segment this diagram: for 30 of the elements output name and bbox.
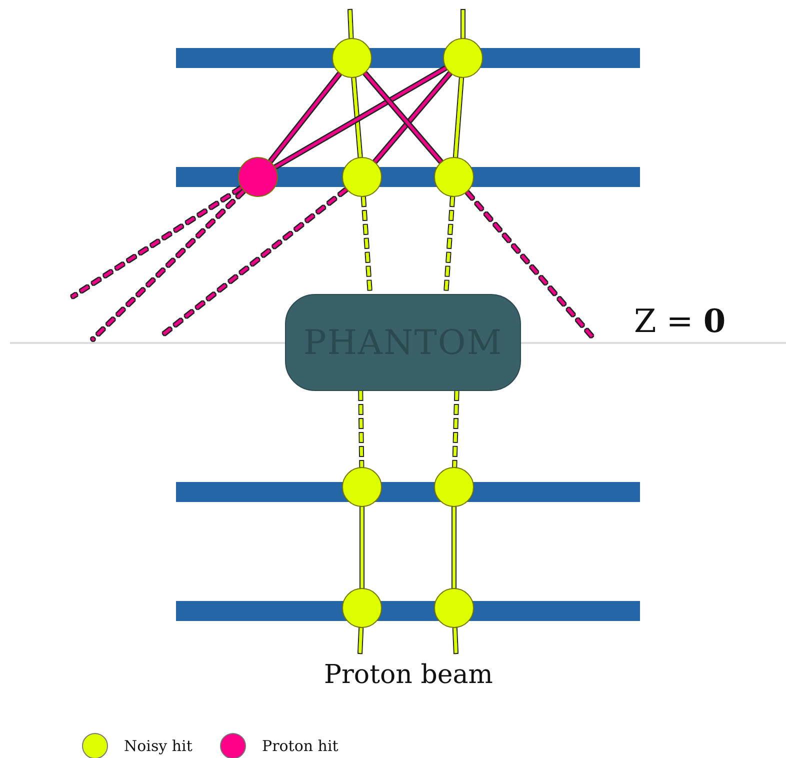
hit-circle	[434, 157, 474, 197]
beam-label: Proton beam	[324, 660, 493, 690]
hit-circle	[332, 38, 372, 78]
track-line	[348, 10, 353, 38]
phantom-block	[285, 294, 521, 391]
track-line	[352, 78, 362, 158]
track-line	[374, 72, 452, 163]
hit-circle	[434, 467, 474, 507]
track-line	[360, 507, 364, 588]
track-line	[269, 72, 341, 162]
track-line	[359, 390, 364, 468]
hit-circle	[342, 588, 382, 628]
axis-position-label: Z = 0	[634, 302, 726, 340]
legend-label: Noisy hit	[124, 737, 192, 755]
track-line	[453, 390, 458, 468]
track-line	[364, 72, 442, 163]
hit-circle	[238, 157, 278, 197]
track-line	[462, 10, 464, 38]
track-line	[452, 507, 456, 588]
hit-circle	[342, 157, 382, 197]
hit-circle	[342, 467, 382, 507]
track-line	[90, 190, 245, 342]
track-line	[358, 628, 363, 654]
track-line	[71, 186, 242, 298]
hit-circle	[434, 588, 474, 628]
hit-circle	[443, 38, 483, 78]
track-line	[274, 66, 446, 168]
track-line	[453, 628, 458, 654]
legend-label: Proton hit	[262, 737, 338, 755]
track-line	[454, 78, 463, 158]
